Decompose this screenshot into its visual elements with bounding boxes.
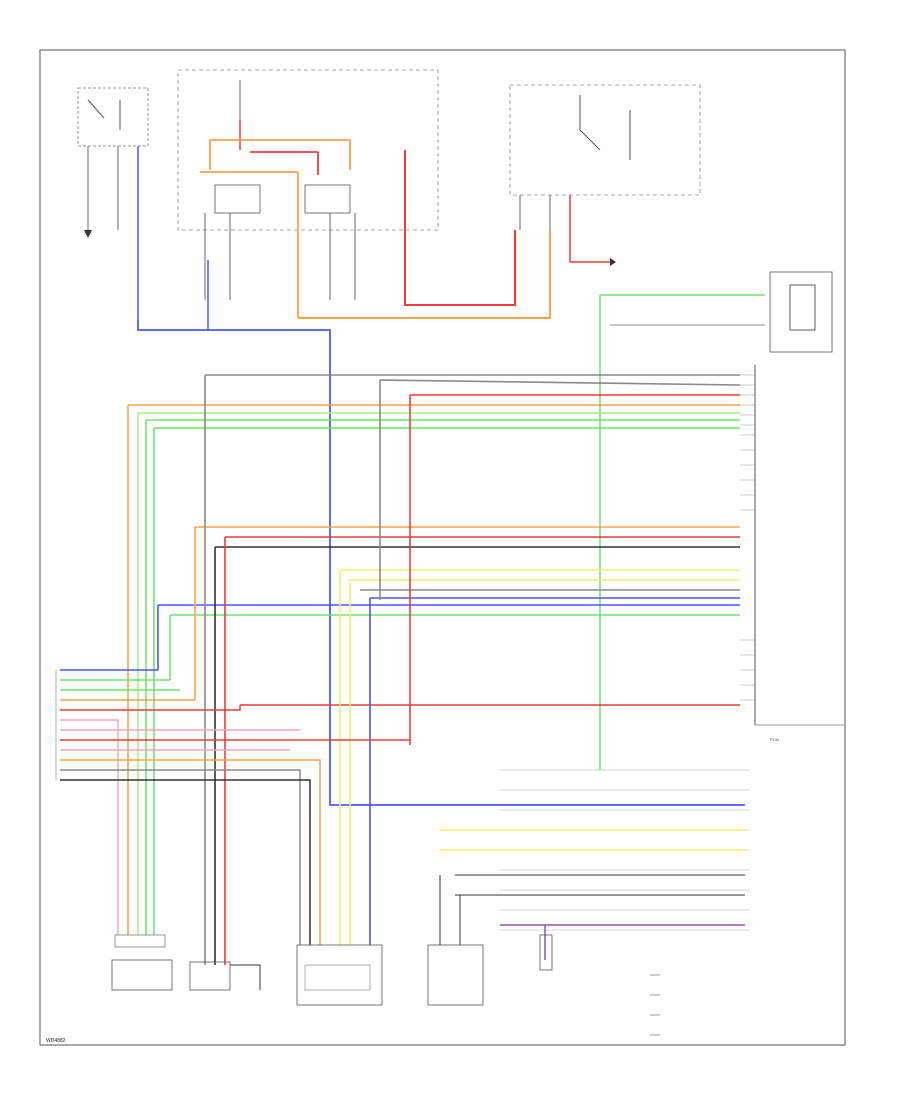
bottom-connector-4 <box>427 875 484 1006</box>
fuse-relay-block <box>177 69 439 318</box>
bottom-connector-2 <box>189 961 261 991</box>
electrical-module <box>769 271 833 353</box>
bottom-sensor <box>539 934 553 971</box>
blue-wire-main <box>137 320 745 806</box>
svg-text:PCM: PCM <box>770 737 779 742</box>
top-left-switch <box>77 87 149 320</box>
footer-ref: WD4882 <box>46 1038 66 1044</box>
left-vertical-wires <box>127 375 411 965</box>
diagram-border <box>39 49 846 1046</box>
module-bus-wires <box>128 374 741 706</box>
red-wire-loop <box>404 150 516 306</box>
main-module: PCM <box>740 365 845 742</box>
bottom-connector-3 <box>296 944 383 1006</box>
left-connector-bus <box>55 669 410 945</box>
orange-wire-loop <box>298 230 551 319</box>
right-table <box>440 769 750 960</box>
bottom-connector-1 <box>111 934 173 991</box>
legend <box>650 974 660 1036</box>
green-wire-top <box>599 294 765 770</box>
top-right-relay <box>509 84 701 266</box>
